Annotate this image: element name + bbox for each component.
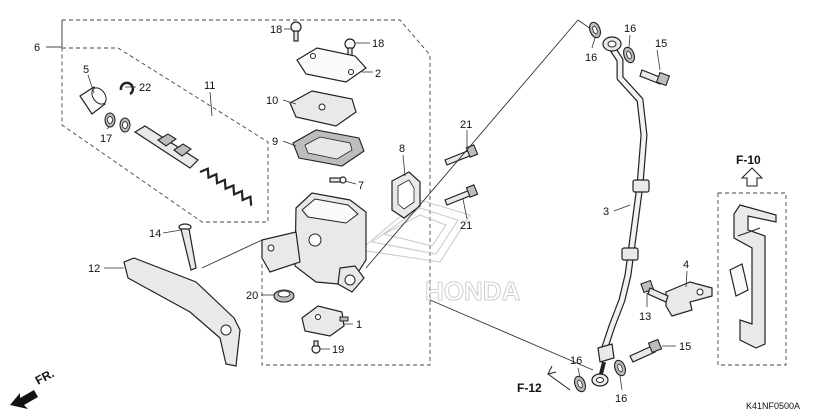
washer-16-lower-a [574,375,586,393]
piston-boot-5 [79,86,107,115]
f12-arrow-icon [547,365,571,391]
front-arrow-icon [10,390,38,409]
screw-19 [311,340,321,354]
callout-13: 13 [639,311,651,323]
float-screw [329,176,347,184]
callout-6: 6 [34,42,40,54]
callout-5: 5 [83,64,89,76]
bolt-21-lower [444,184,479,206]
callout-1: 1 [356,319,362,331]
ref-f12: F-12 [517,381,542,395]
piston [133,125,199,169]
hose-collar-1 [632,179,650,193]
diagram-code: K41NF0500A [746,401,800,411]
banjo-bolt-15-upper [639,69,671,87]
leader-lines [87,28,688,391]
washer-16-upper-b [623,46,635,64]
piston-kit-box [61,47,269,223]
spring [199,167,253,206]
reservoir-cap [296,47,367,83]
hose-collar-2 [621,247,639,261]
boot-20 [273,289,295,303]
f10-reference-box [717,192,787,366]
hose-clamp [665,281,713,317]
bolt-13 [640,279,669,303]
connection-lines [201,19,599,371]
callout-21-upper: 21 [460,119,472,131]
hose-fitting-lower [591,343,615,387]
callout-22: 22 [139,82,151,94]
callout-20: 20 [246,290,258,302]
callout-12: 12 [88,263,100,275]
diaphragm-plate [289,90,357,127]
f10-arrow-icon [740,167,764,187]
svg-text:HONDA: HONDA [425,276,521,306]
washer-16-lower-b [614,359,626,377]
callout-4: 4 [683,259,689,271]
callout-2: 2 [375,68,381,80]
callout-18-left: 18 [270,24,282,36]
callout-16-upper-b: 16 [624,23,636,35]
callout-16-lower-a: 16 [570,355,582,367]
brake-hose [591,36,650,387]
callout-16-lower-b: 16 [615,393,627,405]
callout-3: 3 [603,206,609,218]
circlip-22 [119,81,135,96]
callout-16-upper-a: 16 [585,52,597,64]
banjo-bolt-15-lower [629,338,663,363]
callout-17: 17 [100,133,112,145]
screw-18-left [290,21,302,42]
callout-15-lower: 15 [679,341,691,353]
washer-16-upper-a [589,21,601,39]
callout-15-upper: 15 [655,38,667,50]
callout-labels: 18 18 2 10 9 7 8 21 21 6 5 22 11 17 14 1… [33,23,800,411]
master-cylinder-body [261,192,367,293]
callout-21-lower: 21 [460,220,472,232]
master-cylinder-holder [391,171,421,219]
bolt-21-upper [444,144,479,166]
diaphragm [292,129,365,167]
washer-17 [104,112,131,133]
master-cylinder-assembly-boundary [46,19,431,366]
callout-9: 9 [272,136,278,148]
callout-11: 11 [204,80,215,92]
ref-f10: F-10 [736,153,761,167]
callout-10: 10 [266,95,278,107]
front-label: FR. [33,366,57,387]
callout-14: 14 [149,228,161,240]
honda-watermark: HONDA [358,199,521,307]
brake-lever [123,257,241,367]
callout-7: 7 [358,180,364,192]
callout-19: 19 [332,344,344,356]
callout-8: 8 [399,143,405,155]
stop-switch [301,305,349,337]
pivot-bolt [178,223,197,271]
callout-18-right: 18 [372,38,384,50]
hose-fitting-upper [602,36,622,52]
